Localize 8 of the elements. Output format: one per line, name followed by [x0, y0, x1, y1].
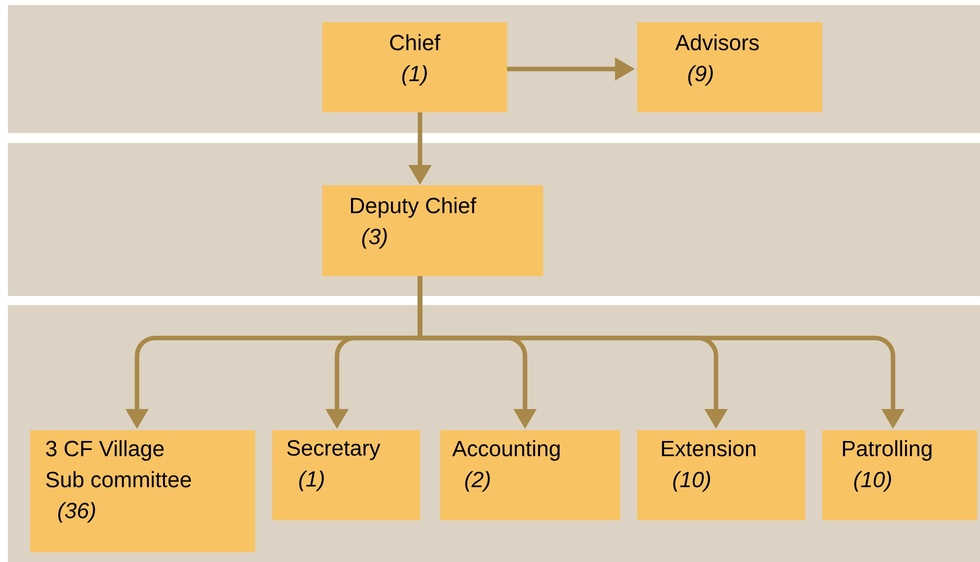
org-box: Advisors (9) [637, 22, 822, 112]
org-box: Accounting (2) [440, 430, 620, 520]
org-box: Chief (1) [322, 22, 508, 112]
org-box: Patrolling (10) [822, 430, 978, 520]
org-box: Extension (10) [637, 430, 806, 520]
org-box: Secretary (1) [272, 430, 420, 520]
org-box: 3 CF Village Sub committee (36) [30, 430, 256, 552]
org-box: Deputy Chief (3) [322, 185, 544, 276]
